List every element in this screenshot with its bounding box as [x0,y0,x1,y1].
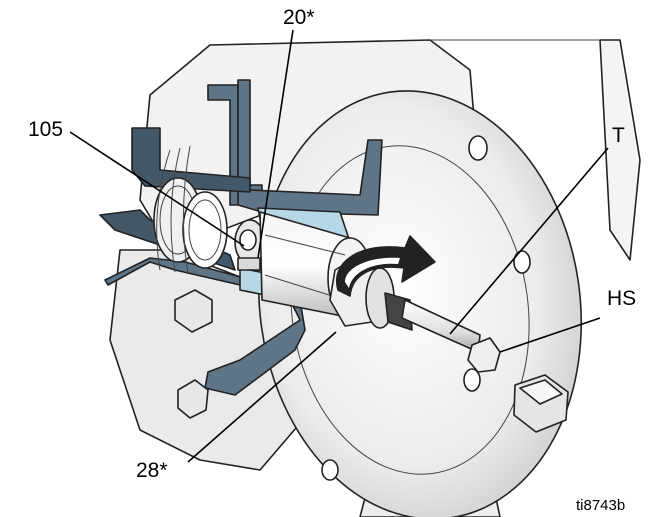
bolt-hole [321,459,339,481]
callout-105: 105 [28,118,63,141]
rotation-arrow-icon [335,235,436,297]
callout-20: 20* [283,6,315,29]
internal-gearing [153,145,266,275]
leader-t [449,147,609,335]
leader-105 [69,131,245,247]
callout-hs: HS [607,287,636,310]
bolt-hole [468,135,488,161]
leader-lines [69,29,609,463]
callout-t: T [612,124,625,147]
bolt-hole [513,250,531,274]
leader-28 [187,331,337,463]
flange-bolt [513,374,569,433]
extension-tool [329,254,501,373]
housing-bolts [174,289,213,419]
hex-socket-tool [467,337,501,373]
callout-28: 28* [136,459,168,482]
bolt-hole [463,368,481,392]
leader-20 [257,29,294,259]
leader-hs [499,317,601,353]
figure-id: ti8743b [576,497,625,514]
